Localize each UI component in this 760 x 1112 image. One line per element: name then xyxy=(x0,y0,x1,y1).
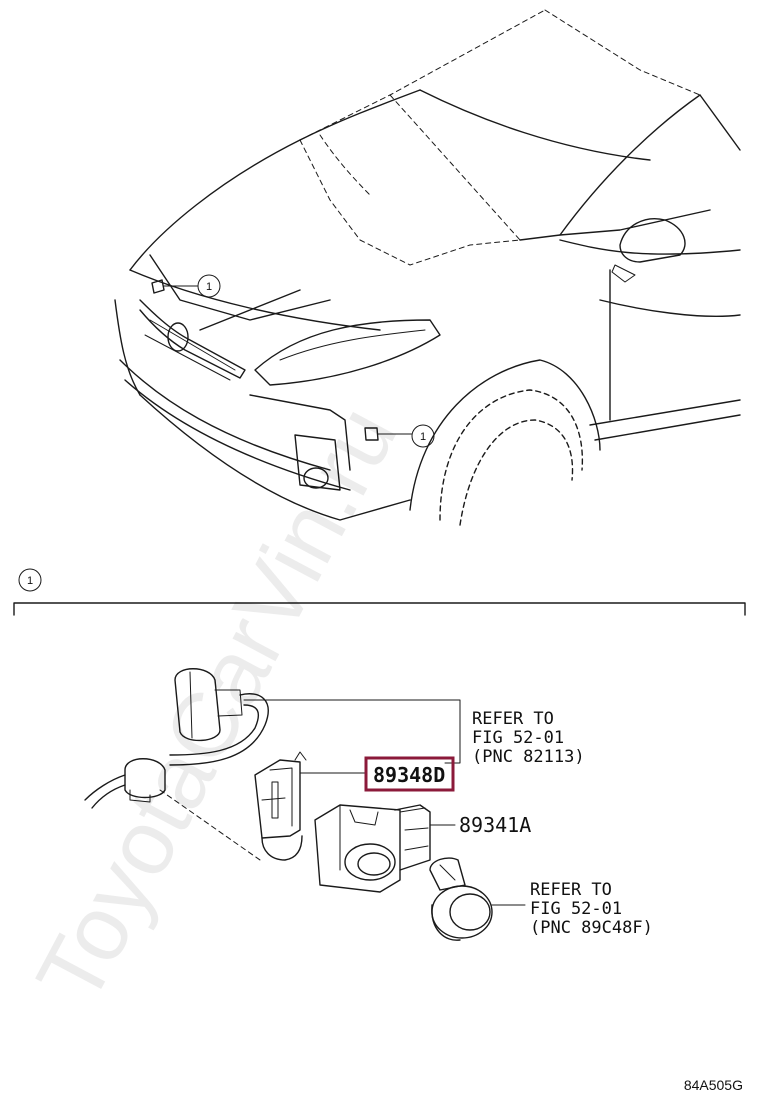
part-number-sensor[interactable]: 89341A xyxy=(459,813,531,837)
car-illustration xyxy=(114,9,741,526)
refer-upper-line2: FIG 52-01 xyxy=(472,728,564,748)
watermark: ToyotaCarVin.ru xyxy=(18,391,417,1020)
section-header: 1 xyxy=(13,568,746,616)
part-number-retainer[interactable]: 89348D xyxy=(373,763,445,787)
svg-text:1: 1 xyxy=(27,575,33,587)
ultrasonic-sensor-drawing xyxy=(314,804,431,893)
callout-marker-upper: 1 xyxy=(197,274,221,298)
sensor-bezel-drawing xyxy=(429,857,493,941)
refer-note-lower: REFER TO FIG 52-01 (PNC 89C48F) xyxy=(530,880,653,938)
refer-note-upper: REFER TO FIG 52-01 (PNC 82113) xyxy=(472,709,585,767)
refer-lower-line3: (PNC 89C48F) xyxy=(530,918,653,938)
svg-text:1: 1 xyxy=(206,281,212,293)
highlight-box xyxy=(364,756,455,792)
sensor-retainer-drawing xyxy=(254,751,307,861)
refer-upper-line3: (PNC 82113) xyxy=(472,747,585,767)
wire-harness xyxy=(84,668,269,861)
refer-lower-line1: REFER TO xyxy=(530,880,612,900)
diagram-code: 84A505G xyxy=(684,1077,743,1093)
part-89348D[interactable]: 89348D xyxy=(364,756,455,792)
refer-lower-line2: FIG 52-01 xyxy=(530,899,622,919)
svg-text:1: 1 xyxy=(420,431,426,443)
refer-upper-line1: REFER TO xyxy=(472,709,554,729)
callout-marker-lower: 1 xyxy=(411,424,435,448)
